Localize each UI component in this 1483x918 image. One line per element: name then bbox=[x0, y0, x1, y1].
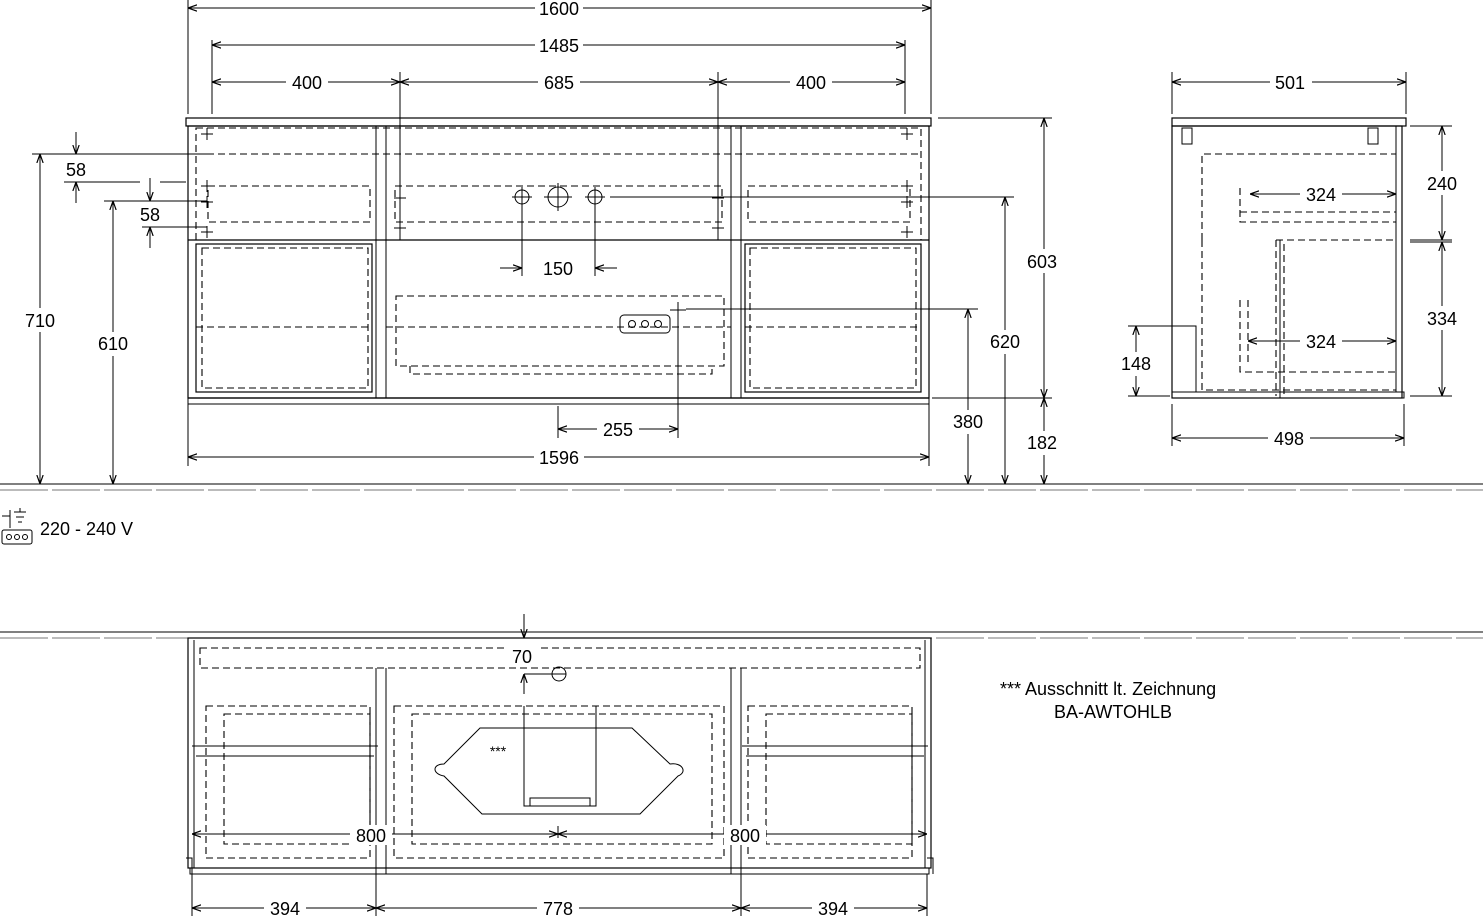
socket-outlet bbox=[619, 302, 686, 334]
dim-depth-top: 501 bbox=[1275, 73, 1305, 93]
top-dim-labels: 70 800 800 394 778 394 *** bbox=[264, 646, 854, 918]
top-view bbox=[186, 637, 934, 875]
dim-half-right: 800 bbox=[730, 826, 760, 846]
dim-top-width: 1485 bbox=[539, 36, 579, 56]
tap-hole-center bbox=[544, 183, 572, 211]
dim-upper-depth: 324 bbox=[1306, 185, 1336, 205]
dim-upper-height: 240 bbox=[1427, 174, 1457, 194]
side-view bbox=[1171, 117, 1407, 399]
dim-top-gap: 58 bbox=[66, 160, 86, 180]
dim-left-width: 394 bbox=[270, 899, 300, 918]
dim-lower-depth: 324 bbox=[1306, 332, 1336, 352]
dim-total-height: 710 bbox=[25, 311, 55, 331]
cutout-mark: *** bbox=[490, 743, 507, 759]
dim-half-left: 800 bbox=[356, 826, 386, 846]
dim-lower-height: 334 bbox=[1427, 309, 1457, 329]
dim-height-603: 603 bbox=[1027, 252, 1057, 272]
dim-socket-offset: 255 bbox=[603, 420, 633, 440]
tap-hole-right bbox=[585, 187, 605, 207]
dim-height-148: 148 bbox=[1121, 354, 1151, 374]
dim-body-width: 1596 bbox=[539, 448, 579, 468]
dim-tap-spacing: 150 bbox=[543, 259, 573, 279]
dim-rear-offset: 70 bbox=[512, 647, 532, 667]
side-dim-labels: 501 240 324 324 334 148 498 bbox=[1116, 72, 1462, 449]
note-line-2: BA-AWTOHLB bbox=[1054, 702, 1172, 722]
dim-height-620: 620 bbox=[990, 332, 1020, 352]
dim-depth-bottom: 498 bbox=[1274, 429, 1304, 449]
dim-height-380: 380 bbox=[953, 412, 983, 432]
dim-right-section: 400 bbox=[796, 73, 826, 93]
socket-icon bbox=[1, 508, 33, 545]
front-dim-labels: 1600 1485 400 685 400 710 58 610 58 150 … bbox=[20, 0, 1064, 468]
dim-left-section: 400 bbox=[292, 73, 322, 93]
floor-line-front bbox=[0, 483, 1483, 491]
dim-center-section: 685 bbox=[544, 73, 574, 93]
voltage-label: 220 - 240 V bbox=[40, 519, 133, 539]
dim-height-610: 610 bbox=[98, 334, 128, 354]
floor-line-top-view bbox=[0, 631, 1483, 639]
dim-center-width: 778 bbox=[543, 899, 573, 918]
top-dimensions bbox=[191, 614, 928, 916]
dim-right-width: 394 bbox=[818, 899, 848, 918]
note-line-1: *** Ausschnitt lt. Zeichnung bbox=[1000, 679, 1216, 699]
dim-floor-gap: 182 bbox=[1027, 433, 1057, 453]
dim-overall-width: 1600 bbox=[539, 0, 579, 19]
tap-hole-left bbox=[512, 187, 532, 207]
front-view bbox=[185, 117, 932, 405]
dim-drawer-gap: 58 bbox=[140, 205, 160, 225]
